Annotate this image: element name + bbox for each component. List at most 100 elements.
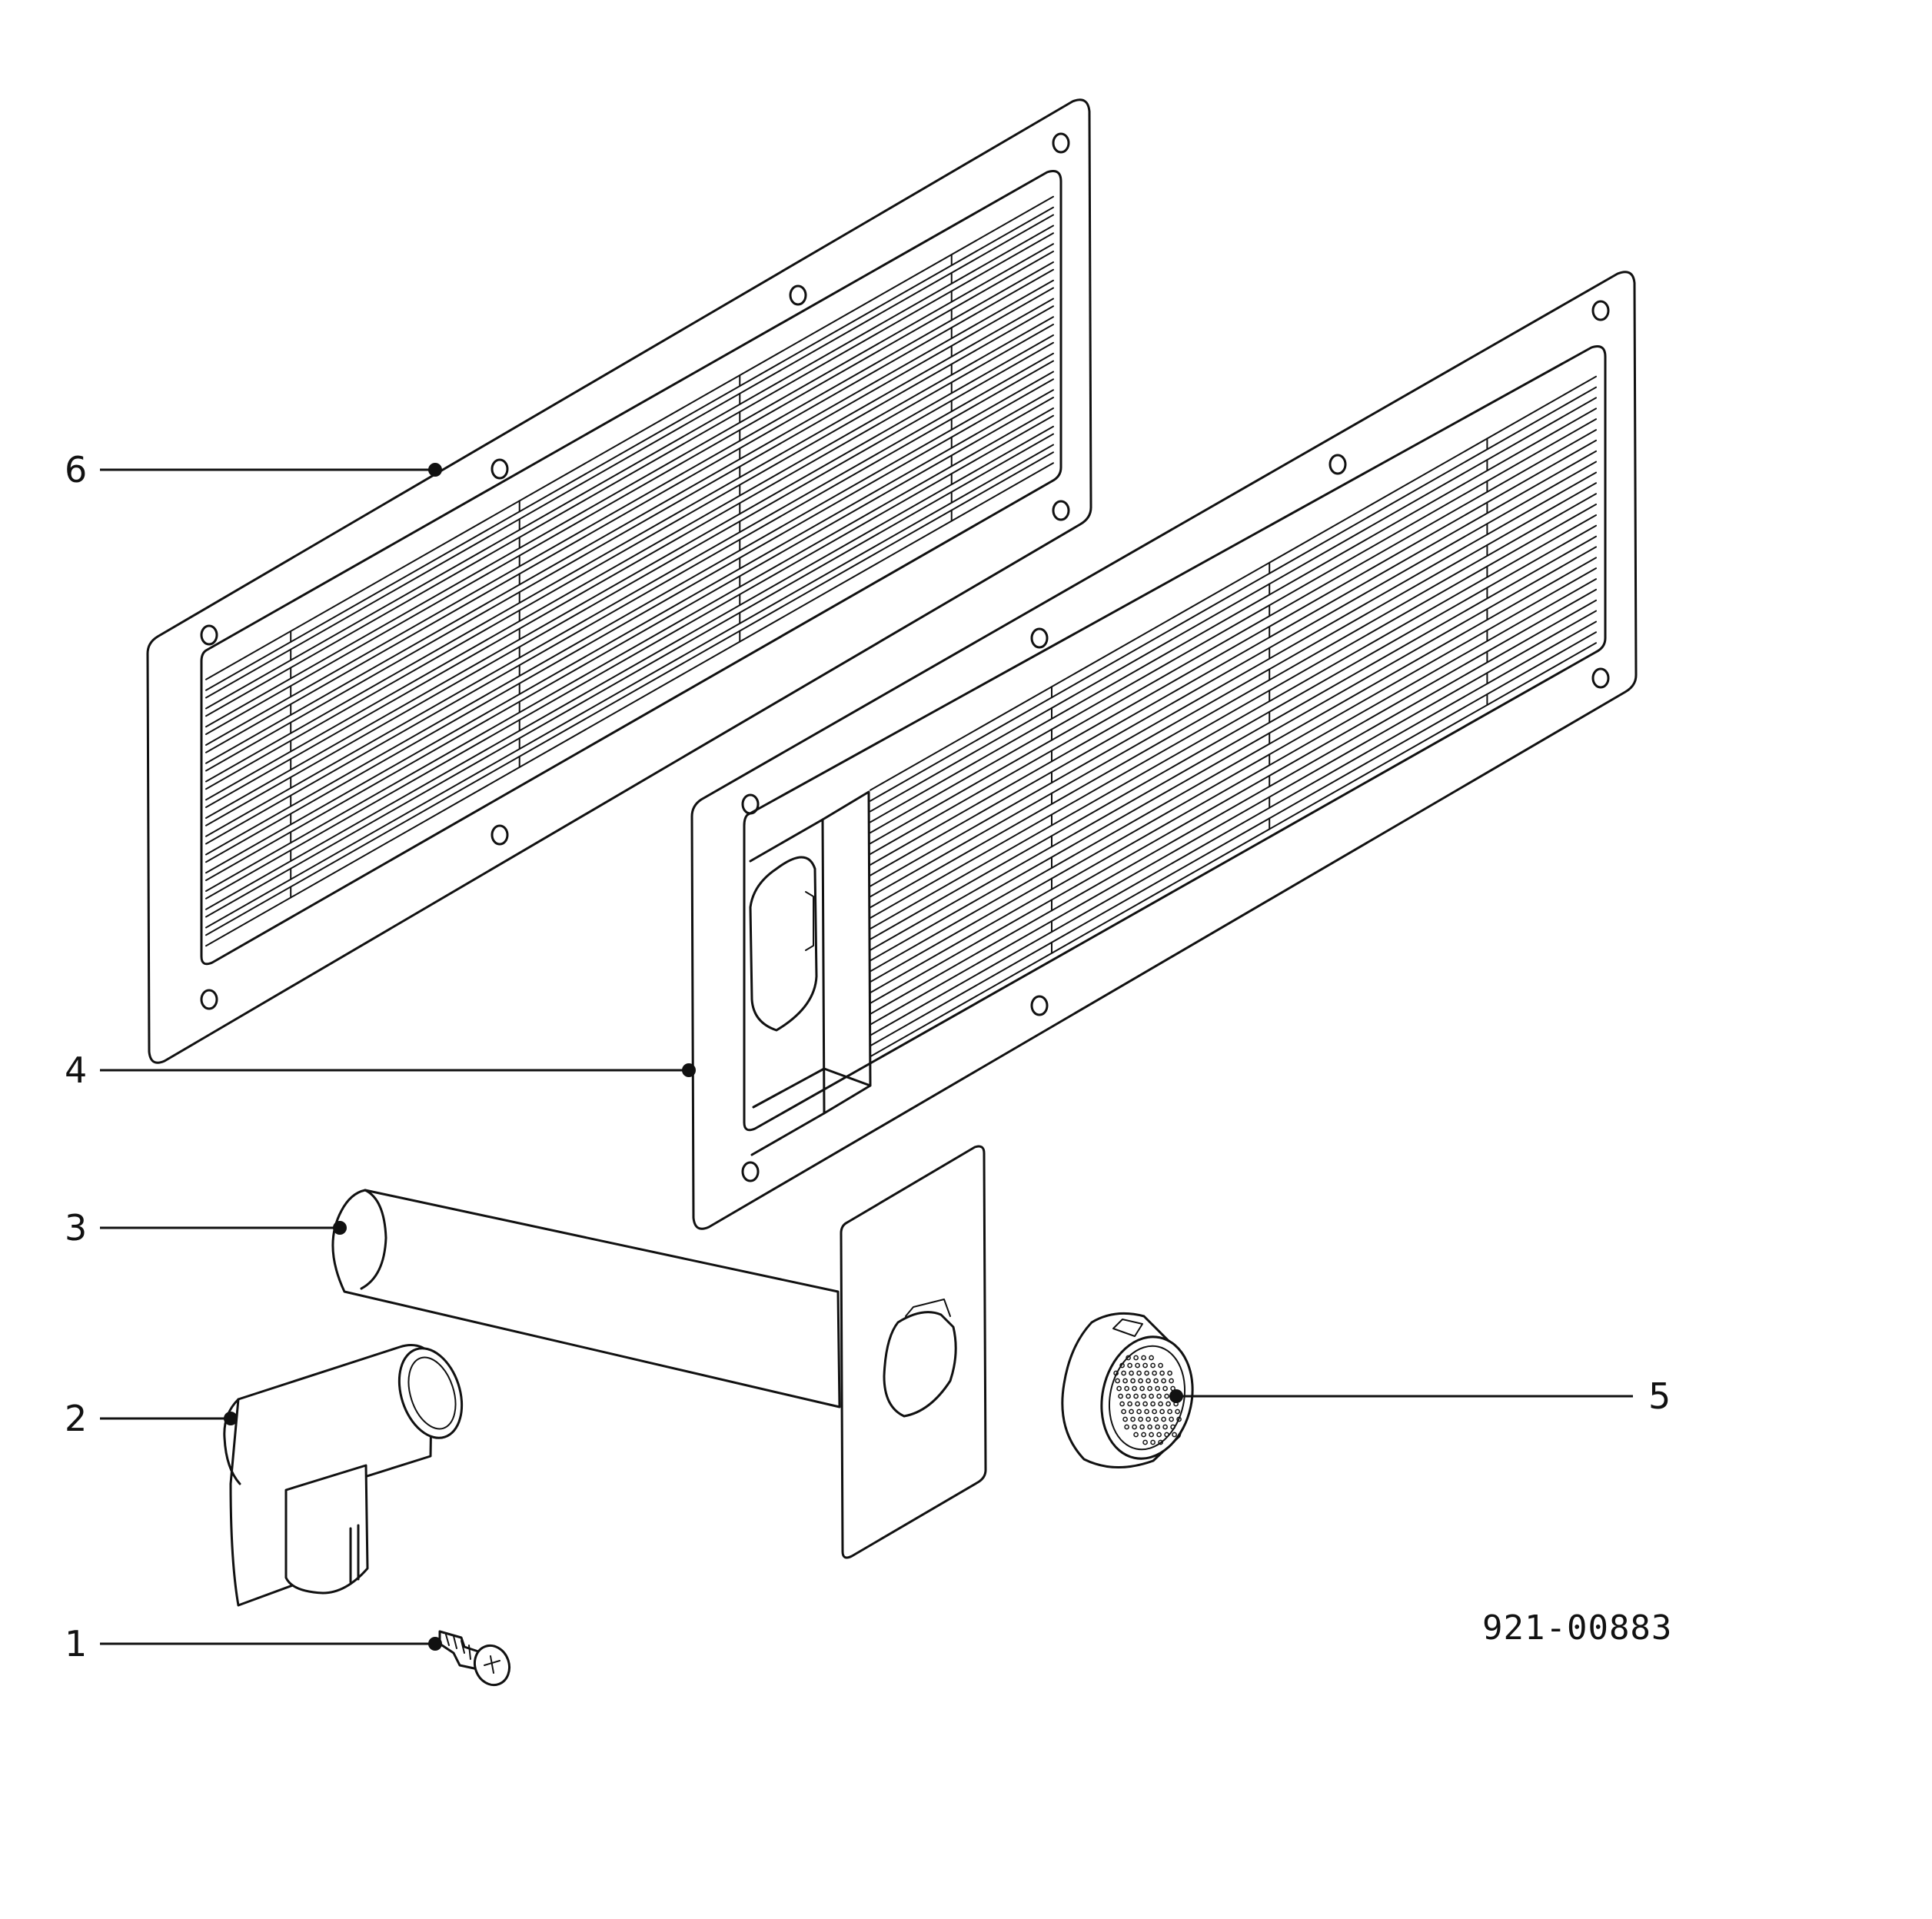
louver-slat-edge [205, 334, 1054, 819]
mesh-hole [1130, 1378, 1136, 1384]
louvers-6 [205, 195, 1054, 947]
leader-dot-1 [428, 1637, 442, 1651]
drawing-number: 921-00883 [1482, 1608, 1672, 1648]
mesh-hole [1158, 1362, 1163, 1369]
mesh-hole [1133, 1355, 1139, 1361]
mesh-hole [1141, 1393, 1146, 1399]
screw-hole [1030, 995, 1049, 1016]
mesh-hole [1126, 1355, 1131, 1361]
louver-slat [870, 418, 1597, 834]
grille-part-4 [690, 271, 1638, 1230]
mesh-hole [1164, 1393, 1169, 1399]
mesh-hole [1121, 1370, 1126, 1376]
grille-part-6 [146, 98, 1092, 1064]
callout-label-5: 5 [1648, 1375, 1671, 1417]
mesh-hole [1142, 1439, 1148, 1445]
mesh-hole [1121, 1408, 1126, 1415]
mesh-hole [1139, 1424, 1145, 1430]
screw-hole [200, 989, 218, 1010]
leader-dot-3 [333, 1221, 347, 1235]
louver-slat [205, 341, 1054, 826]
louver-slat-edge [870, 471, 1597, 887]
mesh-hole [1138, 1416, 1143, 1422]
mesh-hole [1167, 1408, 1172, 1415]
leader-dot-4 [682, 1063, 696, 1077]
screw-hole [490, 824, 509, 846]
mesh-hole [1149, 1355, 1154, 1361]
mesh-hole [1133, 1432, 1139, 1438]
louver-slat-edge [870, 642, 1597, 1058]
louver-slat-edge [205, 298, 1054, 783]
mesh-hole [1135, 1401, 1140, 1407]
mesh-hole [1127, 1401, 1132, 1407]
louver-slat-edge [870, 493, 1597, 909]
leader-dot-5 [1169, 1389, 1183, 1403]
mesh-hole [1115, 1378, 1120, 1384]
mesh-hole [1156, 1432, 1162, 1438]
louver-slat-edge [205, 425, 1054, 910]
screw-hole [1030, 627, 1049, 649]
louver-slat-edge [870, 599, 1597, 1015]
mesh-hole [1164, 1432, 1169, 1438]
louver-slat-edge [870, 620, 1597, 1036]
mesh-hole [1158, 1401, 1163, 1407]
louver-slat-edge [870, 429, 1597, 845]
louver-slat-edge [205, 206, 1054, 691]
louver-slat [870, 546, 1597, 962]
mesh-hole [1169, 1416, 1174, 1422]
louver-slat-edge [870, 557, 1597, 973]
louver-slat [205, 232, 1054, 717]
mesh-hole [1176, 1416, 1182, 1422]
leader-dot-2 [224, 1412, 238, 1425]
louver-slat [205, 324, 1054, 808]
louver-slat-edge [205, 224, 1054, 710]
louver-slat [870, 504, 1597, 919]
louver-slat-edge [205, 261, 1054, 746]
mesh-hole [1155, 1424, 1160, 1430]
mesh-hole [1147, 1385, 1152, 1392]
t-tube-part-2 [223, 1344, 464, 1607]
mesh-hole [1159, 1408, 1165, 1415]
mesh-hole [1124, 1424, 1129, 1430]
louver-slat-edge [870, 578, 1597, 994]
screw-hole [1052, 132, 1070, 154]
mesh-hole [1172, 1432, 1177, 1438]
mesh-hole [1158, 1439, 1163, 1445]
louver-slat [870, 588, 1597, 1004]
mesh-hole [1156, 1393, 1162, 1399]
louver-slat-edge [870, 386, 1597, 802]
louver-slat [205, 378, 1054, 863]
louver-slat [870, 631, 1597, 1047]
screw-part-1 [438, 1630, 511, 1687]
louver-slat [870, 397, 1597, 813]
louver-slat [870, 461, 1597, 876]
mesh-hole [1155, 1385, 1160, 1392]
louver-slat-edge [205, 462, 1054, 947]
screw-hole [1591, 667, 1610, 689]
mesh-hole [1127, 1362, 1132, 1369]
mesh-hole [1113, 1370, 1119, 1376]
mesh-hole [1175, 1408, 1180, 1415]
screw-hole [741, 793, 760, 815]
mesh-hole [1118, 1393, 1123, 1399]
mesh-hole [1122, 1416, 1128, 1422]
mesh-hole [1119, 1362, 1125, 1369]
louver-slat [205, 414, 1054, 900]
callout-leaders [100, 463, 1633, 1651]
mesh-hole [1139, 1385, 1145, 1392]
louver-slat [870, 524, 1597, 940]
mesh-hole [1116, 1385, 1122, 1392]
louver-slat [870, 567, 1597, 983]
mesh-hole [1152, 1408, 1157, 1415]
mesh-hole [1166, 1401, 1171, 1407]
louver-slat-edge [205, 389, 1054, 874]
mesh-hole [1133, 1393, 1139, 1399]
louver-slat [870, 482, 1597, 898]
mesh-hole [1159, 1370, 1165, 1376]
louver-slat [205, 287, 1054, 772]
louver-slat-edge [870, 450, 1597, 866]
louver-slat [205, 397, 1054, 881]
mesh-hole [1142, 1401, 1148, 1407]
